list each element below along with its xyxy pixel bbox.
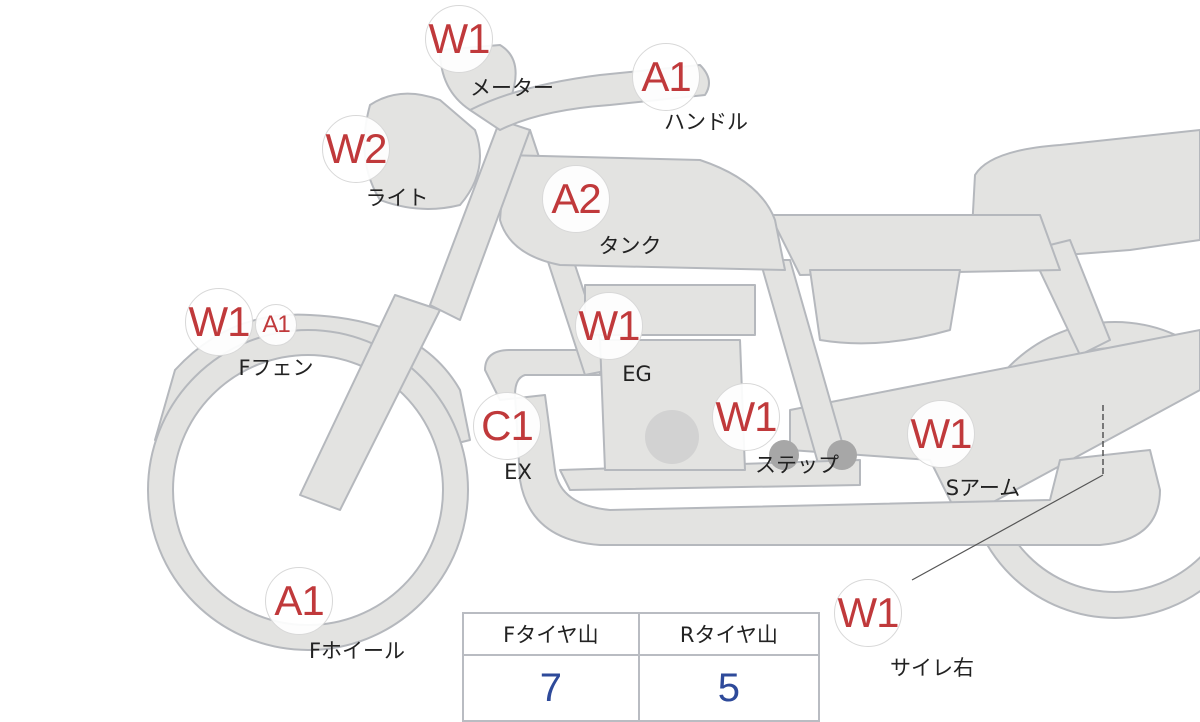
tire-tread-table: Fタイヤ山 Rタイヤ山 7 5 <box>462 612 821 722</box>
rear-tire-header: Rタイヤ山 <box>637 612 821 656</box>
engine <box>599 339 746 471</box>
part-label: サイレ右 <box>890 656 974 680</box>
part-label: ステップ <box>755 453 839 477</box>
part-label: Sアーム <box>945 476 1021 500</box>
part-label: EX <box>504 460 532 484</box>
condition-badge: A2 <box>542 165 610 233</box>
part-label: ハンドル <box>664 110 748 134</box>
condition-badge: C1 <box>473 392 541 460</box>
part-label: ライト <box>365 186 429 210</box>
front-fork-upper <box>429 119 531 321</box>
part-label: メーター <box>470 76 554 100</box>
front-tire-header: Fタイヤ山 <box>462 612 640 656</box>
side-cover <box>809 269 961 345</box>
tire-table-value-row: 7 5 <box>462 654 821 722</box>
condition-badge: W1 <box>907 400 975 468</box>
condition-badge: W1 <box>185 288 253 356</box>
condition-badge: W1 <box>425 5 493 73</box>
front-fork <box>299 294 441 511</box>
condition-badge: W1 <box>712 383 780 451</box>
part-label: Fフェン <box>238 356 314 380</box>
tire-table-header-row: Fタイヤ山 Rタイヤ山 <box>462 612 821 656</box>
step-peg <box>769 440 799 470</box>
leader-line <box>911 474 1104 581</box>
condition-badge: W1 <box>575 292 643 360</box>
part-label: EG <box>622 362 652 386</box>
condition-badge: W2 <box>322 115 390 183</box>
rear-tire-value: 5 <box>637 654 821 722</box>
condition-badge: A1 <box>265 567 333 635</box>
condition-badge-secondary: A1 <box>255 304 297 346</box>
front-tire-value: 7 <box>462 654 640 722</box>
engine-cover <box>645 410 699 464</box>
step-peg <box>827 440 857 470</box>
part-label: Fホイール <box>308 639 406 663</box>
condition-badge: W1 <box>834 579 902 647</box>
condition-badge: A1 <box>632 43 700 111</box>
part-label: タンク <box>598 234 662 258</box>
frame-rail <box>769 214 1061 276</box>
